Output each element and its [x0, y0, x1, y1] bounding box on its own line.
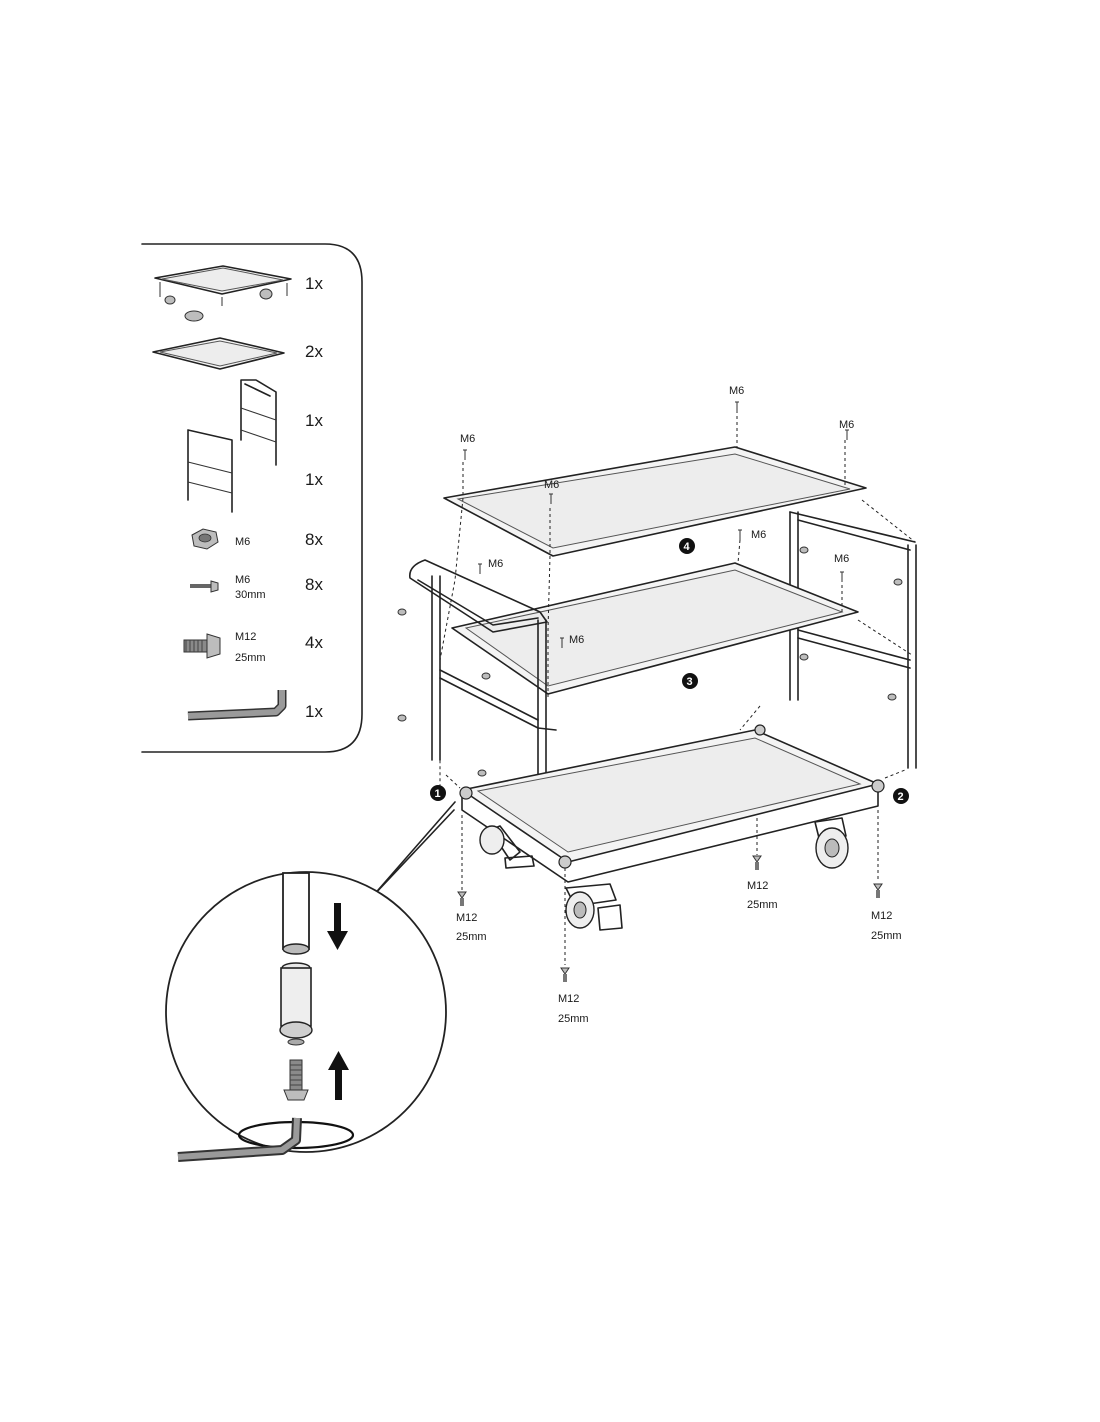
leg-adapter [279, 962, 313, 1046]
base-frame-with-casters-icon [154, 265, 292, 322]
qty-shelf-panel: 2x [305, 342, 323, 361]
m12-bolts [457, 855, 883, 982]
label-m6-top-left: M6 [460, 433, 475, 445]
trolley-assembly: M6 M6 M6 M6 M6 M6 M6 M6 M12 25mm M12 25m… [397, 385, 917, 1025]
side-frame-left-handle-icon [187, 429, 233, 513]
qty-allen-key: 1x [305, 702, 323, 721]
step-number-2: 2 [898, 791, 904, 803]
step-number-4: 4 [684, 541, 691, 553]
step-badge-1: 1 [430, 785, 446, 801]
qty-screw-m6: 8x [305, 575, 323, 594]
allen-key-icon [187, 690, 287, 721]
right-side-frame [789, 511, 917, 769]
label-bolt-m12: M12 [235, 631, 256, 643]
leg-detail-callout [165, 801, 456, 1162]
qty-bolt-m12: 4x [305, 633, 323, 652]
caster-front-left [479, 825, 535, 869]
label-m6-middle-back: M6 [751, 529, 766, 541]
qty-base-frame: 1x [305, 274, 323, 293]
screw-m6-icon [190, 580, 219, 593]
label-screw-m6: M6 [235, 574, 250, 586]
leg-tube [282, 872, 310, 955]
middle-shelf [451, 562, 859, 695]
label-m12-center-length: 25mm [747, 899, 778, 911]
label-m6-middle-front: M6 [569, 634, 584, 646]
label-hex-nut: M6 [235, 536, 250, 548]
side-frame-right-icon [240, 379, 277, 466]
m6-nuts [397, 546, 903, 777]
step-number-3: 3 [687, 676, 693, 688]
label-m6-handle: M6 [488, 558, 503, 570]
step-badge-4: 4 [679, 538, 695, 554]
label-m6-middle-right: M6 [834, 553, 849, 565]
alignment-guides [439, 410, 916, 965]
step-badge-3: 3 [682, 673, 698, 689]
caster-rear-right [814, 817, 849, 869]
label-m12-right-length: 25mm [871, 930, 902, 942]
qty-side-frame-right: 1x [305, 411, 323, 430]
parts-list-panel: 1x 2x 1x 1x M6 8x M6 3 [141, 243, 363, 753]
arrow-down-icon [327, 903, 348, 950]
top-shelf [443, 446, 867, 557]
qty-side-frame-left: 1x [305, 470, 323, 489]
shelf-panel-icon [152, 337, 285, 370]
label-m6-top-front: M6 [544, 479, 559, 491]
step-number-1: 1 [435, 788, 441, 800]
label-m12-center: M12 [747, 880, 768, 892]
allen-key-turning-icon [177, 1117, 355, 1162]
label-m6-top-right: M6 [839, 419, 854, 431]
label-m6-top-center: M6 [729, 385, 744, 397]
label-m12-left-length: 25mm [456, 931, 487, 943]
label-m12-front: M12 [558, 993, 579, 1005]
hex-nut-icon [191, 528, 219, 550]
label-m12-front-length: 25mm [558, 1013, 589, 1025]
step-badge-2: 2 [893, 788, 909, 804]
arrow-up-icon [328, 1051, 349, 1100]
caster-front-center [565, 883, 623, 931]
label-m12-left: M12 [456, 912, 477, 924]
m6-screws [463, 401, 849, 648]
label-screw-m6-length: 30mm [235, 589, 266, 601]
base-frame [459, 724, 885, 883]
m12-bolt-detail [283, 1059, 309, 1101]
label-bolt-m12-length: 25mm [235, 652, 266, 664]
qty-hex-nut: 8x [305, 530, 323, 549]
label-m12-right: M12 [871, 910, 892, 922]
bolt-m12-icon [183, 633, 221, 659]
